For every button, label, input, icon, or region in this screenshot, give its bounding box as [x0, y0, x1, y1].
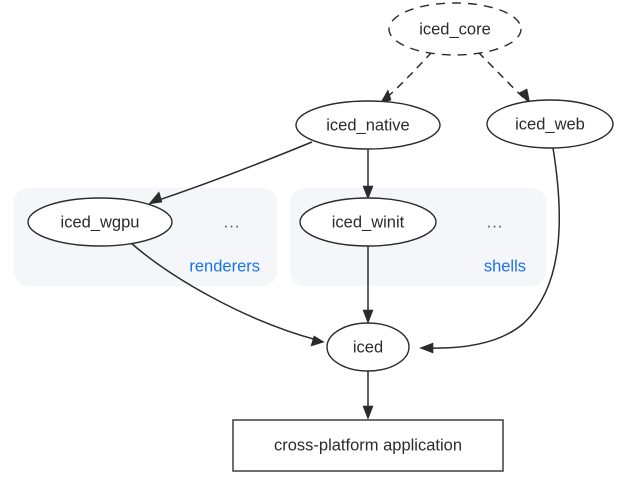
node-iced-core[interactable]: iced_core — [388, 2, 522, 56]
node-iced-native[interactable]: iced_native — [295, 100, 441, 150]
edge-core-to-native — [379, 51, 433, 105]
node-cross-platform-application[interactable]: cross-platform application — [232, 419, 504, 472]
edge-iced-to-app — [362, 371, 374, 420]
edge-native-to-winit — [362, 149, 374, 200]
edge-web-to-iced — [419, 147, 561, 354]
node-iced-winit[interactable]: iced_winit — [299, 197, 437, 247]
node-cross-platform-application-shape[interactable] — [232, 419, 504, 472]
node-iced-core-label: iced_core — [419, 20, 491, 38]
edge-wgpu-to-iced — [130, 242, 325, 347]
edge-native-to-wgpu-line — [152, 141, 313, 203]
node-cross-platform-application-label: cross-platform application — [274, 436, 462, 454]
edge-native-to-winit-arrowhead — [362, 185, 374, 200]
cluster-shells-label: shells — [484, 257, 526, 275]
node-iced-wgpu-shape[interactable] — [27, 197, 173, 247]
node-iced-native-label: iced_native — [326, 116, 409, 134]
node-iced-wgpu[interactable]: iced_wgpu — [27, 197, 173, 247]
node-iced[interactable]: iced — [326, 322, 410, 372]
node-iced-wgpu-label: iced_wgpu — [61, 213, 140, 231]
edge-wgpu-to-iced-arrowhead — [310, 335, 325, 347]
edge-core-to-web-arrowhead — [518, 88, 531, 105]
edge-web-to-iced-line — [426, 147, 561, 349]
edge-core-to-native-line — [382, 51, 433, 102]
shells-more-ellipsis: ... — [487, 213, 504, 231]
node-iced-label: iced — [353, 338, 383, 356]
node-iced-winit-label: iced_winit — [332, 213, 405, 231]
node-iced-web-shape[interactable] — [486, 99, 614, 149]
edge-core-to-web — [477, 51, 531, 105]
edge-iced-to-app-arrowhead — [362, 405, 374, 420]
edge-native-to-wgpu — [148, 141, 313, 205]
node-iced-web-label: iced_web — [515, 115, 585, 133]
node-iced-web[interactable]: iced_web — [486, 99, 614, 149]
edge-winit-to-iced — [362, 246, 374, 324]
edge-wgpu-to-iced-line — [130, 242, 318, 341]
node-iced-native-shape[interactable] — [295, 100, 441, 150]
edge-winit-to-iced-arrowhead — [362, 309, 374, 324]
node-iced-shape[interactable] — [326, 322, 410, 372]
node-iced-winit-shape[interactable] — [299, 197, 437, 247]
node-iced-core-shape[interactable] — [388, 2, 522, 56]
edge-web-to-iced-arrowhead — [419, 342, 434, 354]
renderers-more-ellipsis: ... — [224, 213, 241, 231]
cluster-renderers-label: renderers — [189, 257, 260, 275]
edge-native-to-wgpu-arrowhead — [148, 191, 163, 205]
